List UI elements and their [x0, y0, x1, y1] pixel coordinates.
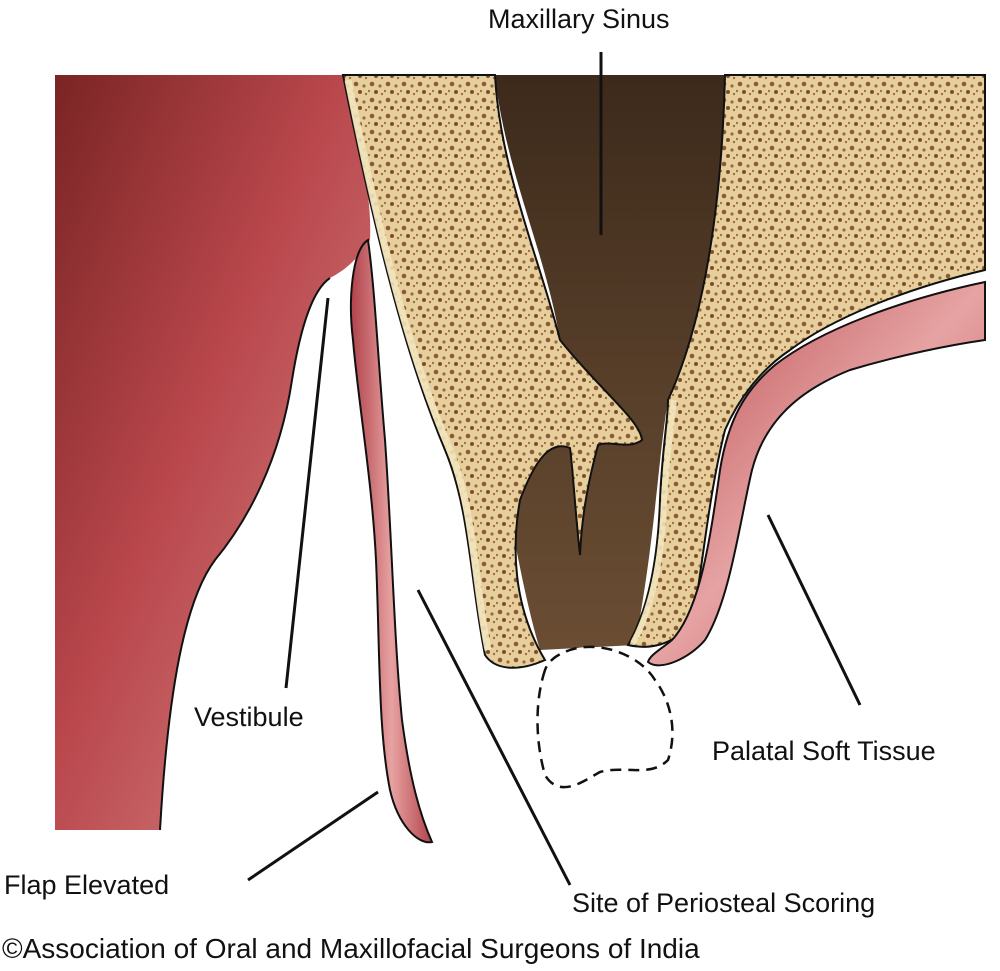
buccal-bone	[341, 74, 644, 669]
label-vestibule: Vestibule	[194, 702, 304, 732]
leader-line-vestibule	[284, 297, 330, 689]
copyright-notice: ©Association of Oral and Maxillofacial S…	[2, 933, 700, 964]
buccal-soft-tissue	[55, 75, 371, 830]
leader-line-scoring	[416, 589, 572, 886]
palatal-soft-tissue	[646, 280, 986, 667]
palatal-bone-rim	[630, 399, 677, 645]
label-maxillary-sinus: Maxillary Sinus	[488, 4, 670, 34]
leader-line-palatal	[766, 514, 862, 706]
label-periosteal-scoring: Site of Periosteal Scoring	[572, 888, 876, 918]
extraction-socket	[536, 645, 674, 789]
sinus-cavity	[495, 75, 725, 650]
leader-line-flap	[247, 790, 379, 882]
buccal-bone-rim	[344, 79, 492, 651]
label-palatal-soft-tissue: Palatal Soft Tissue	[712, 736, 936, 766]
buccal-soft-tissue-edge	[159, 277, 331, 831]
palatal-bone	[626, 74, 986, 648]
elevated-flap	[349, 238, 434, 844]
label-flap-elevated: Flap Elevated	[4, 870, 170, 900]
